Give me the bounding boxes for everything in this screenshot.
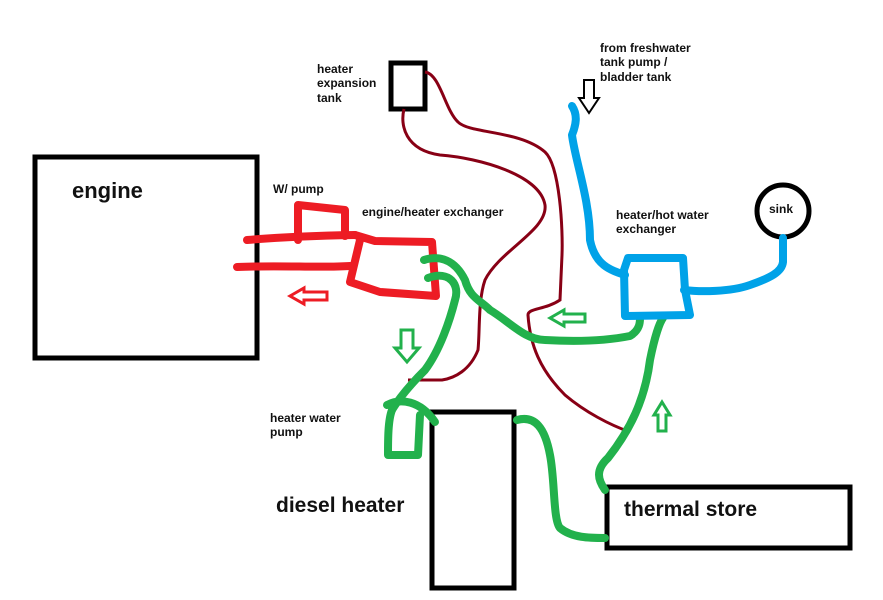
expansion-tank-box [388, 60, 428, 112]
thermal-store-label: thermal store [624, 498, 758, 521]
freshwater-source-label: from freshwater tank pump / bladder tank [600, 41, 691, 84]
hot-water-exchanger-label: heater/hot water exchanger [616, 208, 709, 237]
engine-label: engine [72, 178, 143, 203]
diesel-heater-box [429, 409, 517, 591]
diesel-heater-label: diesel heater [276, 494, 405, 517]
fresh-water-circuit [568, 102, 787, 320]
store-to-exchanger-arrow [651, 399, 673, 433]
pump-label: W/ pump [273, 182, 324, 196]
freshwater-in-arrow [577, 79, 601, 115]
heater-water-pump-label: heater water pump [270, 411, 341, 440]
heater-circuit [383, 254, 667, 542]
engine-exchanger-label: engine/heater exchanger [362, 205, 504, 219]
engine-return-arrow [286, 285, 329, 307]
expansion-tank-label: heater expansion tank [317, 62, 377, 105]
expansion-line-left [401, 108, 547, 382]
expansion-line-right [424, 70, 631, 434]
heater-to-pump-arrow [391, 328, 423, 365]
engine-box [32, 154, 260, 361]
exchanger-return-arrow [546, 307, 587, 329]
engine-circuit [233, 201, 440, 300]
thermal-store-box [604, 484, 853, 551]
sink-label: sink [769, 202, 794, 216]
